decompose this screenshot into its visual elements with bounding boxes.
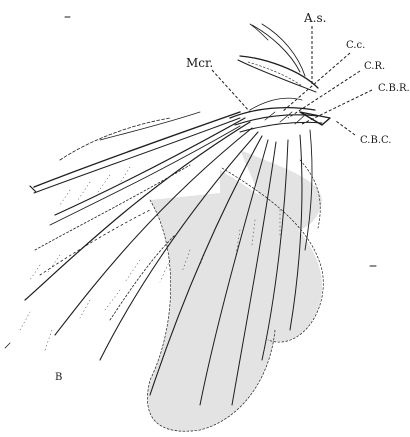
label-mcr: Mcr. (186, 56, 213, 70)
leader-cbc (336, 121, 355, 135)
coverts-cluster (230, 98, 330, 132)
plate-mark: B (55, 372, 62, 383)
label-cc: C.c. (346, 40, 365, 51)
label-cbc: C.B.C. (360, 135, 391, 146)
alula-feather (238, 24, 318, 92)
leader-cbr (302, 90, 372, 124)
label-as: A.s. (303, 11, 326, 25)
leader-cr (288, 71, 360, 118)
leader-mcr (212, 70, 250, 112)
label-cr: C.R. (364, 61, 385, 72)
lower-feather-mass (147, 150, 323, 431)
label-cbr: C.B.R. (378, 83, 410, 94)
